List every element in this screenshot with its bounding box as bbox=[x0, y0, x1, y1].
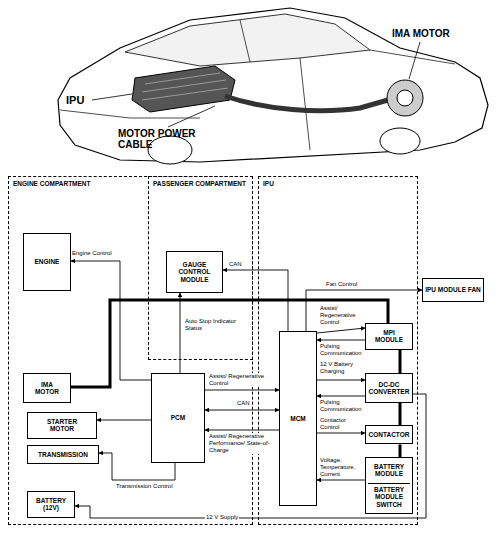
signal-label: Contactor Control bbox=[319, 417, 365, 431]
signal-label: Transmission Control bbox=[115, 483, 173, 490]
callout-label: IPU bbox=[66, 94, 84, 106]
ima-motor bbox=[387, 80, 423, 116]
callout-label: MOTOR POWER CABLE bbox=[118, 128, 218, 150]
leader-line bbox=[92, 42, 420, 127]
region-title: PASSENGER COMPARTMENT bbox=[149, 177, 252, 190]
signal-label: Engine Control bbox=[71, 250, 113, 257]
ima-motor-hub bbox=[397, 90, 413, 106]
connector bbox=[205, 430, 279, 431]
box-label: MPI MODULE bbox=[368, 326, 410, 347]
wheel bbox=[148, 136, 192, 164]
mcm-box: MCM bbox=[279, 331, 317, 506]
car-illustration bbox=[0, 0, 497, 175]
region-engine-compartment: ENGINE COMPARTMENT ENGINE IMA MOTOR PCM STAR… bbox=[8, 176, 253, 525]
signal-label: Pulsing Communication bbox=[319, 343, 365, 357]
signal-label: Fan Control bbox=[325, 281, 358, 288]
car-window bbox=[125, 14, 370, 66]
box-label: DC-DC CONVERTER bbox=[365, 378, 414, 399]
box-label: BATTERY MODULE bbox=[368, 460, 410, 481]
battery-box: BATTERY (12V) bbox=[27, 491, 75, 518]
ipu-detail bbox=[142, 73, 228, 100]
starter-box: STARTER MOTOR bbox=[27, 412, 97, 439]
connector bbox=[97, 420, 151, 421]
box-label: CONTACTOR bbox=[365, 428, 414, 441]
callout-label: IMA MOTOR bbox=[392, 28, 450, 39]
connector bbox=[317, 480, 365, 481]
mpi-box: MPI MODULE bbox=[365, 323, 413, 350]
signal-label: Voltage, Temperature, Current bbox=[319, 457, 365, 478]
power-line bbox=[71, 300, 388, 387]
region-title: ENGINE COMPARTMENT bbox=[9, 177, 117, 190]
power-line bbox=[399, 350, 402, 373]
battery-module-box: BATTERY MODULEBATTERY MODULE SWITCH bbox=[365, 457, 413, 514]
engine-box: ENGINE bbox=[23, 233, 71, 291]
signal-label: 12 V Supply bbox=[205, 514, 239, 521]
signal-label: Assist/ Regenerative Control bbox=[208, 373, 276, 387]
signal-label: Auto Stop Indicator Status bbox=[184, 318, 248, 332]
pcm-box: PCM bbox=[151, 373, 205, 463]
power-line bbox=[399, 403, 402, 425]
box-label: STARTER MOTOR bbox=[30, 415, 94, 436]
transmission-box: TRANSMISSION bbox=[27, 445, 99, 464]
connector bbox=[317, 340, 365, 341]
box-label: MCM bbox=[286, 412, 310, 425]
wheel bbox=[380, 128, 420, 154]
signal-label: CAN bbox=[228, 261, 243, 268]
connector bbox=[317, 433, 365, 434]
signal-label: Assist/ Regenerative Performance/ State-… bbox=[208, 433, 276, 454]
region-title: IPU bbox=[259, 177, 367, 190]
car-body bbox=[58, 8, 488, 162]
signal-label: Assist/ Regenerative Control bbox=[319, 305, 365, 326]
converter-box: DC-DC CONVERTER bbox=[365, 373, 413, 403]
motor-power-cable bbox=[225, 96, 388, 111]
region-passenger-compartment: PASSENGER COMPARTMENT GAUGE CONTROL MODUL… bbox=[148, 176, 253, 360]
box-label: BATTERY (12V) bbox=[30, 494, 72, 515]
box-label: IPU MODULE FAN bbox=[425, 286, 481, 293]
box-label: ENGINE bbox=[31, 255, 64, 268]
box-label: BATTERY MODULE SWITCH bbox=[368, 483, 410, 511]
box-label: GAUGE CONTROL MODULE bbox=[169, 258, 220, 286]
signal-label: 12 V Battery Charging bbox=[319, 361, 365, 375]
connector bbox=[205, 390, 279, 391]
ipu-unit bbox=[132, 66, 235, 112]
signal-label: CAN bbox=[236, 400, 251, 407]
connector bbox=[317, 380, 365, 381]
connector bbox=[180, 293, 181, 373]
gauge-box: GAUGE CONTROL MODULE bbox=[166, 251, 223, 293]
power-line bbox=[399, 444, 402, 457]
signal-label: Pulsing Communication bbox=[319, 399, 365, 413]
contactor-box: CONTACTOR bbox=[365, 425, 413, 444]
connector bbox=[317, 396, 365, 397]
connector bbox=[205, 410, 279, 411]
fan-box: IPU MODULE FAN bbox=[422, 278, 484, 302]
motor-box: IMA MOTOR bbox=[23, 373, 71, 403]
box-label: PCM bbox=[167, 411, 189, 424]
box-label: TRANSMISSION bbox=[34, 448, 92, 461]
connector bbox=[317, 328, 365, 333]
box-label: IMA MOTOR bbox=[26, 378, 68, 399]
connector bbox=[75, 394, 426, 518]
